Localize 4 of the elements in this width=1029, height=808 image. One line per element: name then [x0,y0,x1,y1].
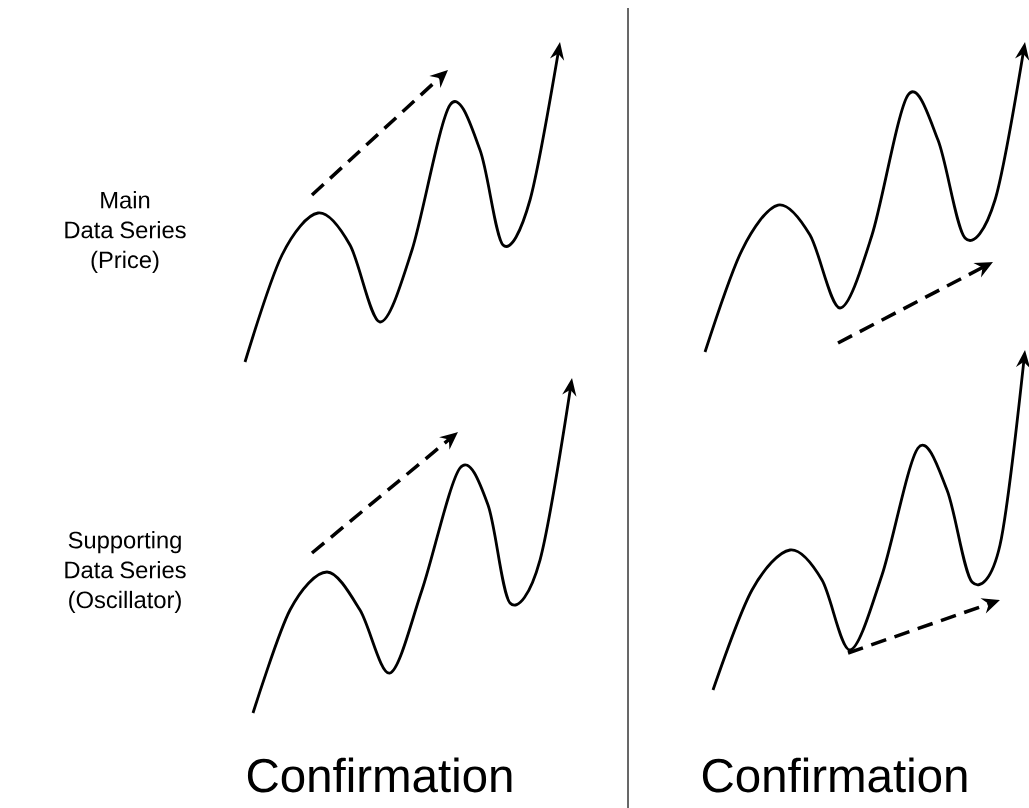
series-label: Supporting Data Series (Oscillator) [65,531,186,613]
column-caption: Confirmation [247,757,512,793]
column-caption: Confirmation [702,757,967,793]
series-label: Main Data Series (Price) [65,191,186,273]
